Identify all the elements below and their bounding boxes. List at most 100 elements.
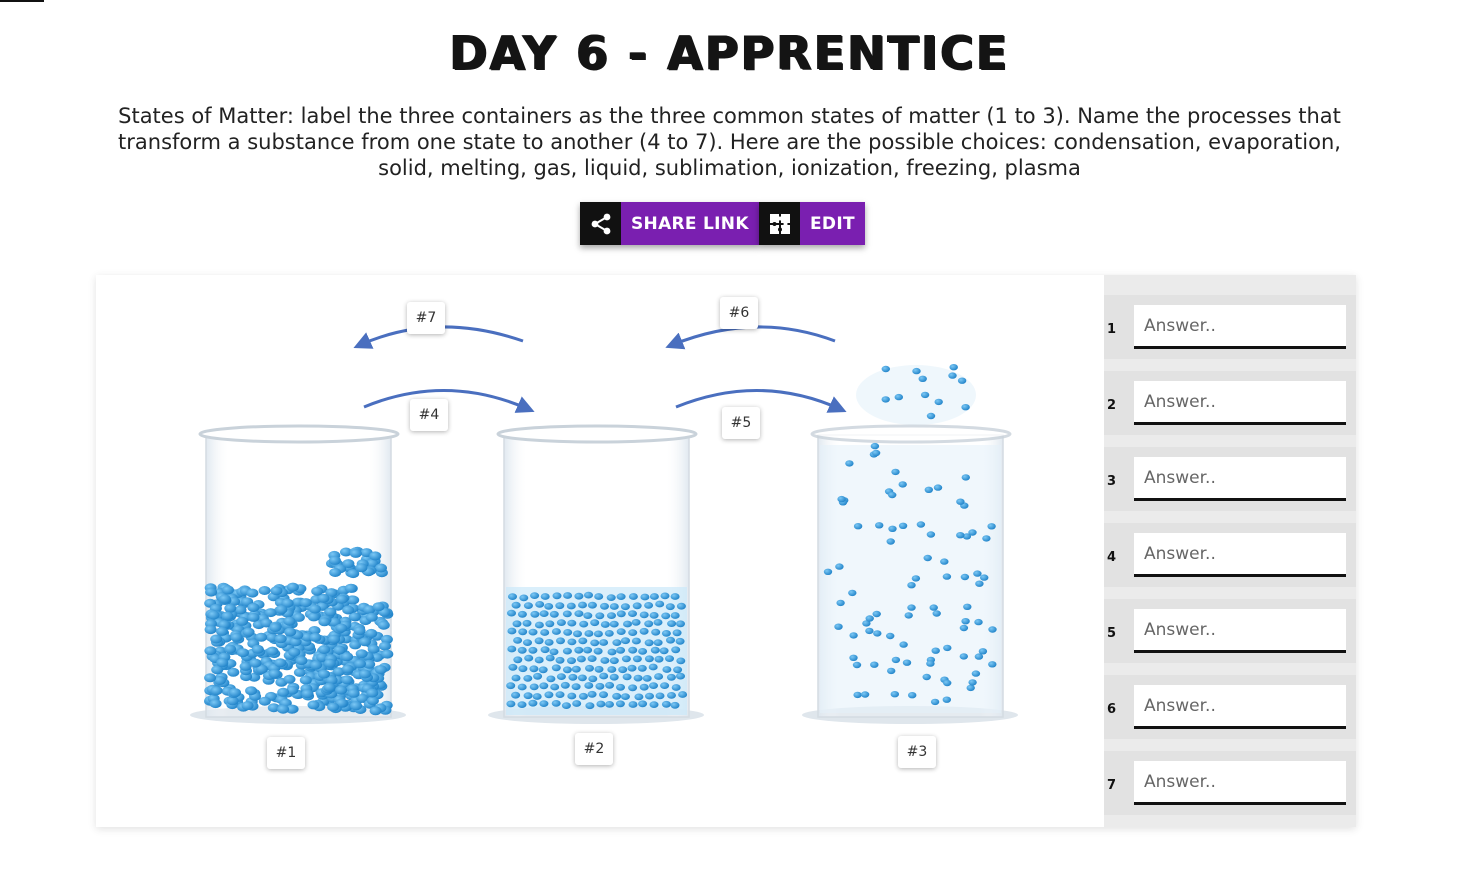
particle	[374, 665, 387, 675]
particle	[209, 699, 222, 709]
particle	[328, 634, 341, 644]
particle	[366, 558, 379, 568]
particle	[275, 605, 288, 614]
edit-button[interactable]: EDIT	[759, 202, 865, 245]
particle	[534, 621, 544, 629]
answer-input-5[interactable]	[1134, 609, 1346, 653]
label-4[interactable]: #4	[410, 399, 448, 431]
particle	[872, 610, 881, 618]
answer-row-2: 2	[1104, 371, 1356, 435]
particle	[968, 529, 977, 536]
particle	[888, 525, 897, 532]
particle	[924, 486, 933, 493]
particle	[638, 648, 648, 655]
particle	[381, 649, 394, 659]
particle	[978, 648, 988, 655]
particle	[676, 602, 686, 610]
particle	[534, 637, 544, 645]
particle	[607, 666, 617, 673]
particle	[853, 523, 863, 530]
particle	[255, 632, 268, 642]
particle	[532, 693, 542, 700]
share-link-button[interactable]: SHARE LINK	[580, 202, 759, 245]
particle	[325, 675, 338, 685]
label-6[interactable]: #6	[720, 297, 758, 329]
particle	[551, 628, 561, 635]
label-1[interactable]: #1	[267, 737, 305, 769]
particle	[283, 616, 296, 626]
label-2[interactable]: #2	[575, 733, 613, 765]
answer-input-2[interactable]	[1134, 381, 1346, 425]
particle	[511, 674, 521, 682]
particle	[886, 632, 895, 640]
particle	[578, 637, 588, 645]
particle	[604, 630, 614, 637]
particle	[309, 604, 321, 614]
particle	[347, 688, 360, 698]
answer-input-4[interactable]	[1134, 533, 1346, 577]
particle	[355, 563, 368, 573]
particle	[522, 619, 532, 627]
particle	[628, 593, 638, 600]
particle	[956, 532, 965, 539]
label-7[interactable]: #7	[407, 302, 445, 334]
particle	[251, 644, 264, 654]
particle	[528, 699, 538, 707]
particle	[634, 693, 644, 701]
particle	[870, 442, 880, 450]
particle	[224, 644, 237, 654]
particle	[931, 647, 940, 654]
particle	[616, 628, 626, 635]
particle	[528, 646, 538, 654]
particle	[911, 575, 921, 582]
particle	[556, 619, 566, 626]
particle	[292, 612, 305, 622]
particle	[620, 603, 630, 611]
answer-number: 2	[1107, 398, 1117, 413]
particle	[961, 618, 970, 625]
particle	[295, 656, 308, 666]
particle	[517, 610, 527, 618]
answer-input-3[interactable]	[1134, 457, 1346, 501]
particle	[224, 603, 237, 613]
answer-input-7[interactable]	[1134, 761, 1346, 805]
answer-input-6[interactable]	[1134, 685, 1346, 729]
answer-row-3: 3	[1104, 447, 1356, 511]
particle	[870, 661, 879, 668]
particle	[595, 612, 605, 620]
particle	[540, 646, 550, 654]
label-5[interactable]: #5	[722, 407, 760, 439]
particle	[631, 637, 641, 645]
particle	[555, 691, 565, 698]
particle	[551, 700, 561, 707]
particle	[366, 696, 379, 706]
particle	[650, 646, 660, 654]
puzzle-icon	[759, 202, 800, 245]
label-3[interactable]: #3	[898, 736, 936, 768]
answer-input-1[interactable]	[1134, 305, 1346, 349]
particle	[511, 691, 521, 699]
particle	[204, 625, 217, 635]
particle	[862, 620, 871, 627]
particle	[512, 620, 522, 628]
particle	[675, 637, 685, 645]
particle	[544, 603, 554, 610]
particle	[898, 522, 908, 529]
particle	[676, 657, 686, 665]
particle	[544, 691, 554, 699]
particle	[865, 615, 874, 622]
particle	[599, 691, 608, 699]
particle	[676, 620, 685, 628]
particle	[835, 563, 844, 570]
particle	[561, 702, 571, 709]
particle	[607, 648, 617, 656]
particle	[860, 691, 870, 698]
particle	[229, 688, 241, 698]
particle	[249, 658, 262, 668]
particle	[539, 610, 549, 617]
particle	[578, 692, 588, 700]
particle	[562, 647, 572, 655]
page-title: DAY 6 - APPRENTICE	[449, 26, 1010, 80]
particle	[632, 602, 642, 610]
particle	[655, 692, 665, 700]
